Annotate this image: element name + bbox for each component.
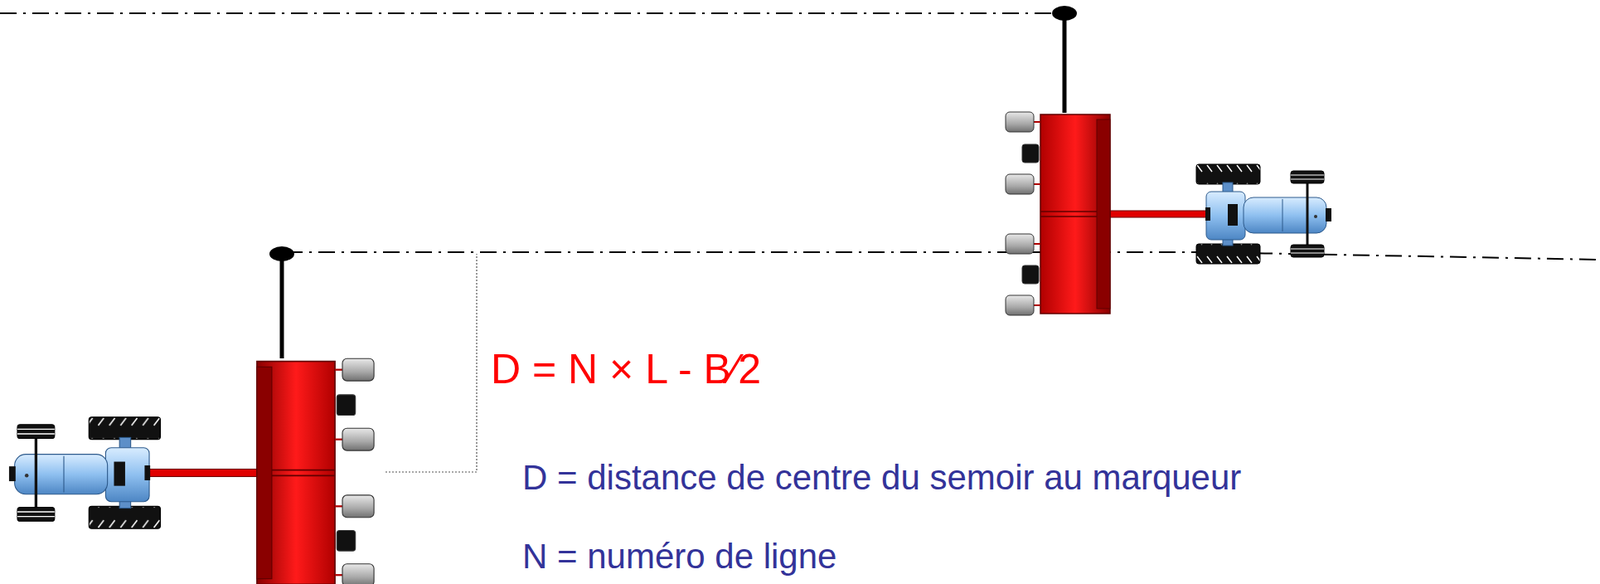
- distance-leader: [385, 253, 477, 472]
- marker-line: [0, 13, 1600, 260]
- marker-arm: [269, 5, 1077, 359]
- formula-label: D = N × L - B⁄2: [490, 346, 762, 393]
- left-tractor-drill: [9, 358, 374, 584]
- legend-note: D = distance de centre du semoir au marq…: [522, 458, 1242, 497]
- legend-note: N = numéro de ligne: [522, 537, 837, 576]
- right-tractor-drill: [1005, 111, 1332, 316]
